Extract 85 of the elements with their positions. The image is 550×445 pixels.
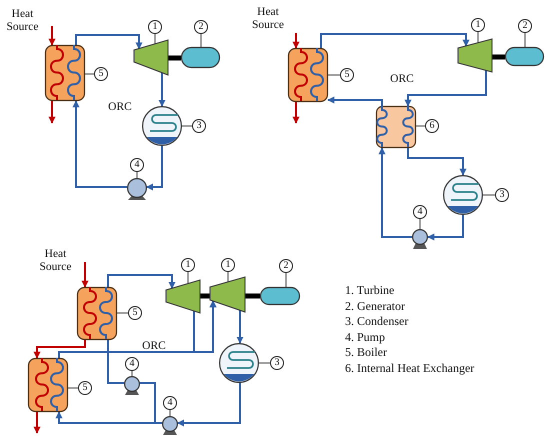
- pump-drawing: [124, 376, 140, 395]
- callout-number: 3: [270, 356, 284, 370]
- flow-arrow: [177, 382, 241, 426]
- leader-line: [116, 312, 128, 314]
- pipe-line: [140, 382, 162, 424]
- legend-item: 2. Generator: [345, 300, 405, 312]
- legend-item: 6. Internal Heat Exchanger: [345, 362, 474, 374]
- callout-number: 1: [181, 258, 195, 272]
- flow-arrow: [236, 310, 244, 344]
- pipe-line: [107, 340, 124, 384]
- generator-drawing: [505, 47, 544, 66]
- shaft-line: [245, 294, 260, 298]
- flow-arrow: [320, 33, 470, 48]
- turbine-drawing: [166, 280, 200, 313]
- leader-line: [328, 74, 340, 76]
- legend-item: 1. Turbine: [345, 284, 394, 297]
- flow-arrow: [292, 33, 300, 49]
- flow-arrow: [72, 100, 128, 188]
- flow-arrow: [158, 72, 166, 107]
- generator-drawing: [260, 287, 300, 305]
- condenser-drawing: [142, 106, 182, 146]
- flow-arrow: [48, 101, 56, 124]
- flow-arrow: [427, 215, 464, 240]
- flow-arrow: [34, 412, 40, 434]
- source-label: Heat Source: [6, 8, 40, 34]
- cycle-label: ORC: [389, 73, 415, 86]
- callout-number: 4: [413, 205, 427, 219]
- callout-number: 4: [125, 357, 139, 371]
- callout-number: 5: [94, 67, 108, 81]
- flow-arrow: [292, 102, 300, 124]
- legend-item: 4. Pump: [345, 330, 386, 344]
- flow-arrow: [327, 96, 383, 106]
- callout-number: 3: [495, 188, 509, 202]
- callout-number: 2: [279, 259, 293, 273]
- shaft-line: [168, 56, 181, 60]
- heat-exchanger-drawing: [376, 106, 416, 148]
- leader-line: [258, 362, 270, 364]
- generator-drawing: [181, 47, 220, 68]
- leader-line: [136, 172, 138, 178]
- flow-arrow: [107, 274, 176, 289]
- callout-number: 4: [163, 396, 177, 410]
- leader-line: [482, 194, 496, 196]
- callout-number: 2: [518, 19, 532, 33]
- boiler-drawing: [45, 45, 85, 101]
- callout-number: 5: [128, 306, 142, 320]
- condenser-drawing: [443, 175, 483, 215]
- boiler-drawing: [288, 48, 328, 102]
- flow-arrow: [34, 340, 86, 359]
- callout-number: 5: [78, 381, 92, 395]
- callout-number: 5: [340, 68, 354, 82]
- source-label: Heat Source: [251, 6, 285, 32]
- leader-line: [200, 34, 202, 48]
- leader-line: [524, 32, 526, 48]
- boiler-drawing: [28, 358, 68, 412]
- flow-arrow: [48, 26, 56, 46]
- turbine-drawing: [210, 277, 245, 312]
- legend-item: 5. Boiler: [345, 346, 387, 359]
- turbine-drawing: [458, 39, 492, 72]
- callout-number: 2: [194, 20, 208, 34]
- pump-drawing: [127, 178, 147, 200]
- leader-line: [154, 34, 156, 44]
- callout-number: 1: [221, 258, 235, 272]
- flow-arrow: [58, 300, 216, 358]
- flow-arrow: [75, 34, 142, 50]
- legend-item: 3. Condenser: [345, 315, 408, 328]
- callout-number: 3: [192, 119, 206, 133]
- flow-arrow: [378, 147, 412, 238]
- flow-arrow: [407, 148, 466, 176]
- callout-number: 6: [425, 119, 439, 133]
- callout-number: 1: [148, 20, 162, 34]
- condenser-drawing: [219, 343, 259, 383]
- flow-arrow: [82, 262, 88, 288]
- flow-arrow: [404, 70, 487, 107]
- boiler-drawing: [77, 287, 117, 340]
- callout-number: 4: [130, 158, 144, 172]
- shaft-line: [492, 54, 505, 60]
- cycle-label: ORC: [141, 340, 167, 353]
- source-label: Heat Source: [38, 248, 72, 274]
- flow-arrow: [146, 146, 163, 190]
- shaft-line: [200, 294, 210, 298]
- cycle-label: ORC: [107, 101, 133, 114]
- turbine-drawing: [134, 40, 168, 75]
- pump-drawing: [412, 229, 428, 249]
- pump-drawing: [162, 416, 178, 435]
- callout-number: 1: [471, 18, 485, 32]
